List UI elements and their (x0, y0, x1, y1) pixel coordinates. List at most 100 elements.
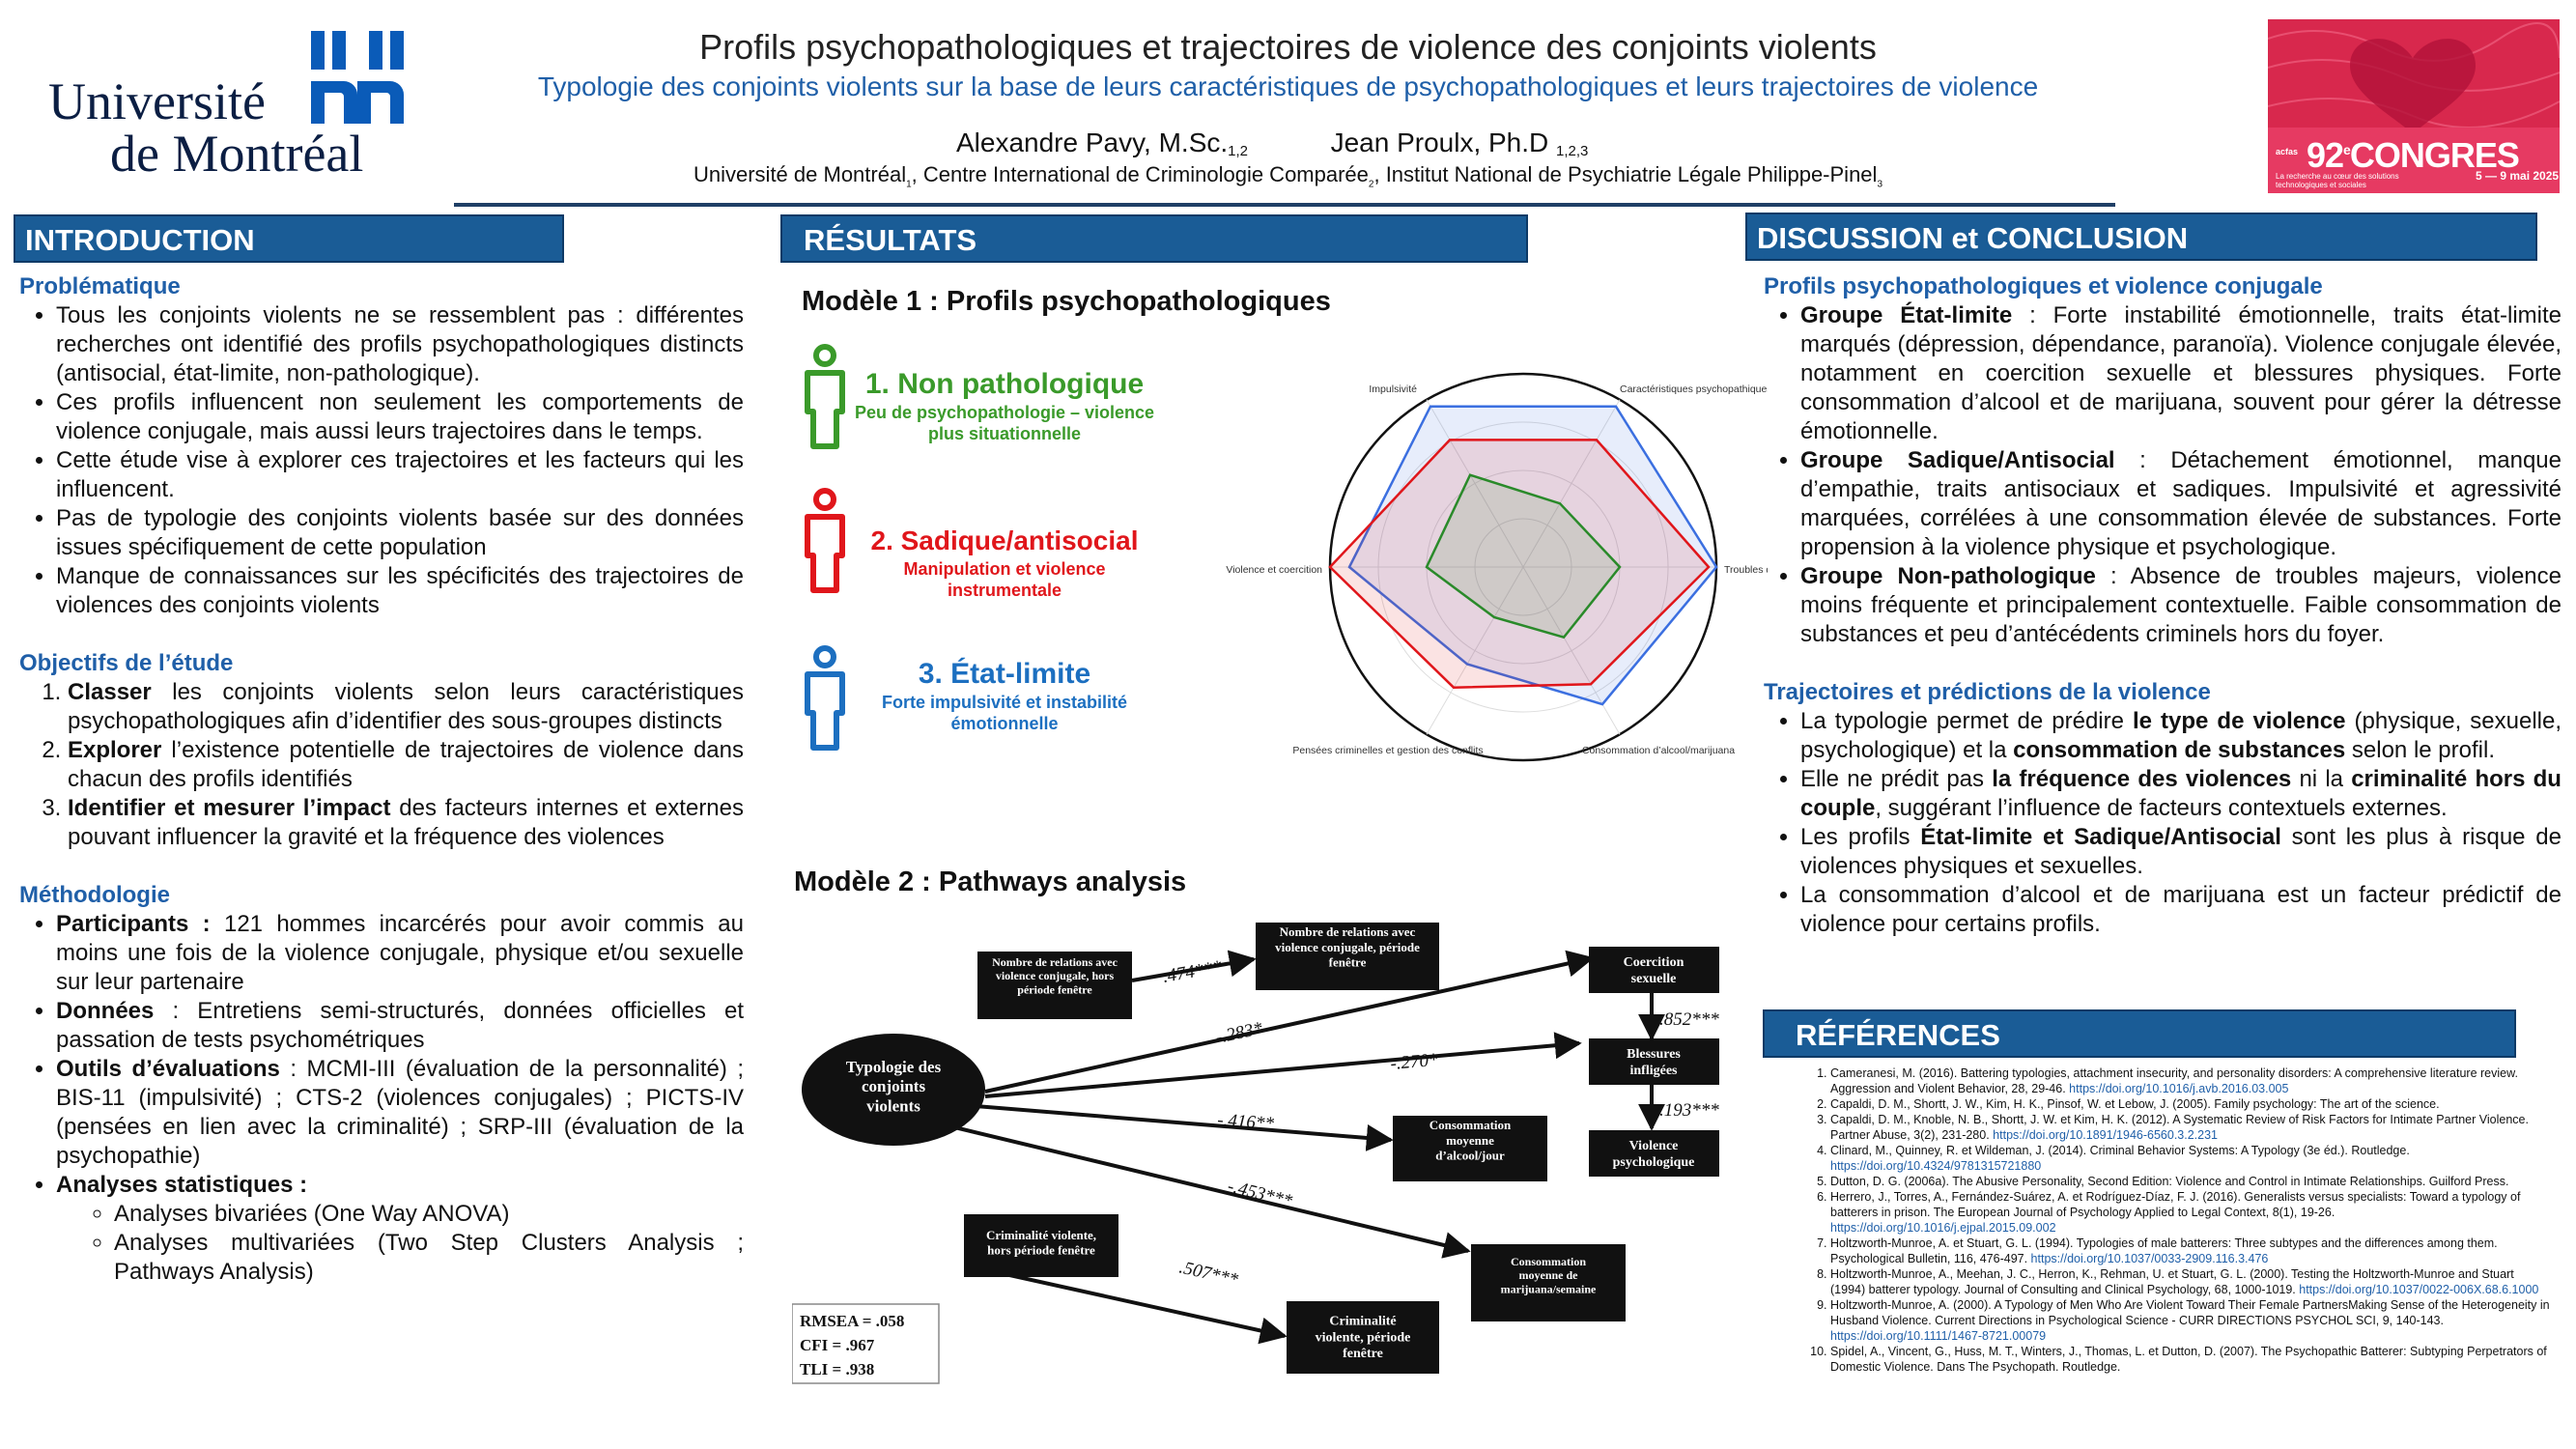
reference-text: Holtzworth-Munroe, A., Meehan, J. C., He… (1830, 1267, 2514, 1296)
list-item: Pas de typologie des conjoints violents … (56, 504, 744, 562)
discussion-header: DISCUSSION et CONCLUSION (1745, 213, 2537, 261)
method-keyword: Analyses statistiques : (56, 1172, 308, 1198)
method-keyword: Données (56, 998, 155, 1024)
objectives-title: Objectifs de l’étude (19, 650, 234, 676)
reference-text: Capaldi, D. M., Shortt, J. W., Kim, H. K… (1830, 1097, 2440, 1111)
fit-indices-box (792, 1303, 940, 1384)
reference-text: Cameranesi, M. (2016). Battering typolog… (1830, 1066, 2518, 1095)
coef-label: -.270* (1390, 1050, 1439, 1074)
path-arrow (946, 1123, 1471, 1259)
reference-item: Capaldi, D. M., Knoble, N. B., Shortt, J… (1830, 1112, 2550, 1143)
list-item: La consommation d’alcool et de marijuana… (1800, 881, 2562, 939)
radar-spoke (1426, 399, 1524, 568)
reference-text: Spidel, A., Vincent, G., Huss, M. T., Wi… (1830, 1345, 2547, 1374)
reference-doi-link[interactable]: https://doi.org/10.1016/j.ejpal.2015.09.… (1830, 1221, 2056, 1235)
person-icon-green (805, 344, 845, 449)
institution-2-sup: 2 (1368, 179, 1374, 190)
group-text: : Forte instabilité émotionnelle, traits… (1800, 302, 2562, 444)
congress-brand: acfas (2276, 147, 2299, 156)
method-list: Participants : 121 hommes incarcérés pou… (19, 910, 744, 1200)
radar-spoke (1522, 399, 1621, 568)
list-item: Elle ne prédit pas la fréquence des viol… (1800, 765, 2562, 823)
node-crim-hors-label: Criminalité violente,hors période fenêtr… (986, 1228, 1096, 1258)
profile-title: 1. Non pathologique (864, 368, 1145, 400)
radar-series-3 (1425, 473, 1622, 639)
reference-doi-link[interactable]: https://doi.org/10.1037/0033-2909.116.3.… (2030, 1252, 2269, 1265)
profile-description: Forte impulsivité et instabilité émotion… (881, 693, 1128, 733)
node-blessures (1589, 1038, 1719, 1085)
node-relations-fen (1256, 923, 1439, 990)
author-2-affiliations: 1,2,3 (1556, 143, 1589, 159)
list-item: Analyses bivariées (One Way ANOVA) (114, 1200, 744, 1229)
radar-spoke (1426, 566, 1524, 735)
reference-text: Clinard, M., Quinney, R. et Wildeman, J.… (1830, 1144, 2410, 1157)
list-item: Ces profils influencent non seulement le… (56, 388, 744, 446)
radar-series-1 (1347, 405, 1718, 706)
congress-logo: acfas 92eCONGRES La recherche au cœur de… (2268, 19, 2560, 193)
profile-title: 2. Sadique/antisocial (870, 526, 1139, 555)
author-2: Jean Proulx, Ph.D (1330, 128, 1549, 157)
coef-label: .852*** (1659, 1009, 1719, 1030)
body-text: , suggérant l’influence de facteurs cont… (1875, 795, 2448, 821)
group-text: : Absence de troubles majeurs, violence … (1800, 563, 2562, 647)
reference-doi-link[interactable]: https://doi.org/10.1037/0022-006X.68.6.1… (2299, 1283, 2539, 1296)
radar-axis-label: Pensées criminelles et gestion des confl… (1292, 745, 1483, 756)
introduction-column: Problématique Tous les conjoints violent… (19, 272, 744, 1287)
congress-number: 92 (2307, 135, 2344, 175)
um-emblem-icon (311, 31, 404, 124)
list-item: Classer les conjoints violents selon leu… (68, 678, 744, 736)
profile-description: Peu de psychopathologie – violence plus … (854, 403, 1155, 443)
method-text: : Entretiens semi-structurés, données of… (56, 998, 744, 1053)
body-text: sont les plus à risque de violences phys… (1800, 824, 2562, 879)
header-divider (454, 203, 2115, 207)
body-text: selon le profil. (2345, 737, 2495, 763)
reference-doi-link[interactable]: https://doi.org/10.1111/1467-8721.00079 (1830, 1329, 2047, 1343)
body-text: La typologie permet de prédire (1800, 708, 2133, 734)
method-keyword: Participants : (56, 911, 211, 937)
reference-doi-link[interactable]: https://doi.org/10.1891/1946-6560.3.2.23… (1993, 1128, 2218, 1142)
node-crim-fen (1287, 1301, 1439, 1374)
body-text: Les profils (1800, 824, 1921, 850)
group-keyword: Groupe Sadique/Antisocial (1800, 447, 2115, 473)
reference-doi-link[interactable]: https://doi.org/10.4324/9781315721880 (1830, 1159, 2042, 1173)
congress-dates: 5 — 9 mai 2025 (2476, 169, 2560, 183)
profile-description: Manipulation et violence instrumentale (903, 559, 1106, 600)
congress-title: 92eCONGRES (2307, 135, 2520, 175)
list-item: Identifier et mesurer l’impact des facte… (68, 794, 744, 852)
path-arrow (965, 1264, 1288, 1345)
body-text: La consommation d’alcool et de marijuana… (1800, 882, 2562, 937)
list-item: Manque de connaissances sur les spécific… (56, 562, 744, 620)
radar-axis-label: Troubles de la personnalité (1724, 564, 1768, 576)
fit-index: TLI = .938 (800, 1360, 874, 1378)
logo-line-1: Université (48, 72, 266, 130)
list-item: Analyses statistiques : (56, 1171, 744, 1200)
reference-text: Holtzworth-Munroe, A. et Stuart, G. L. (… (1830, 1236, 2498, 1265)
node-conso-jour (1393, 1116, 1547, 1181)
emphasis-text: consommation de substances (2013, 737, 2346, 763)
person-icon-red (805, 488, 845, 593)
list-item: La typologie permet de prédire le type d… (1800, 707, 2562, 765)
group-keyword: Groupe Non-pathologique (1800, 563, 2096, 589)
coef-label: .507*** (1177, 1257, 1240, 1290)
references-list: Cameranesi, M. (2016). Battering typolog… (1782, 1065, 2550, 1375)
node-crim-hors (964, 1214, 1118, 1277)
radar-axis-label: Consommation d’alcool/marijuana (1582, 745, 1735, 756)
profile-card-2: 2. Sadique/antisocial Manipulation et vi… (850, 524, 1159, 601)
list-item: Tous les conjoints violents ne se ressem… (56, 301, 744, 388)
reference-doi-link[interactable]: https://doi.org/10.1016/j.avb.2016.03.00… (2069, 1082, 2289, 1095)
emphasis-text: État-limite et Sadique/Antisocial (1920, 824, 2281, 850)
institutions-line: Université de Montréal1, Centre Internat… (0, 162, 2576, 189)
list-item: Données : Entretiens semi-structurés, do… (56, 997, 744, 1055)
institution-1-sup: 1 (906, 179, 912, 190)
congress-word: CONGRES (2349, 135, 2520, 175)
reference-item: Spidel, A., Vincent, G., Huss, M. T., Wi… (1830, 1344, 2550, 1375)
reference-item: Herrero, J., Torres, A., Fernández-Suáre… (1830, 1189, 2550, 1236)
coef-label: .193*** (1659, 1100, 1719, 1121)
poster-subtitle: Typologie des conjoints violents sur la … (537, 71, 2039, 101)
